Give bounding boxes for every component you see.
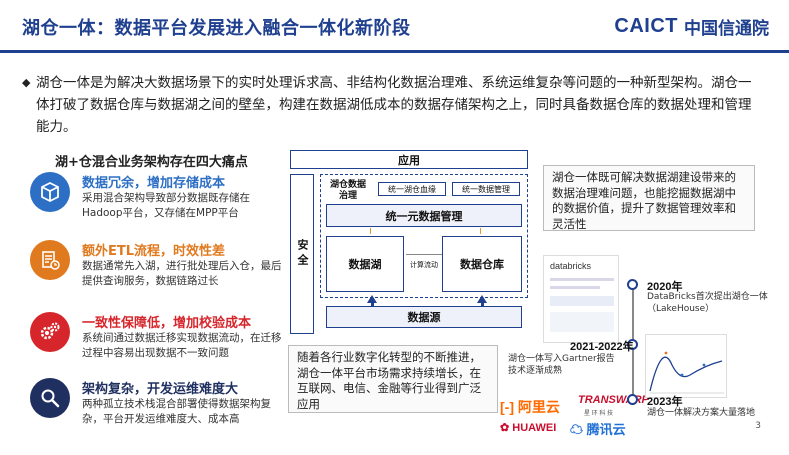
search-icon <box>30 378 70 418</box>
connector-tick <box>480 228 481 234</box>
transwarp-cn-text: 星 环 科 技 <box>584 411 614 417</box>
aliyun-bracket-icon: [-] <box>500 399 514 415</box>
pain-point-heading: 一致性保障低，增加校验成本 <box>82 316 252 331</box>
vendor-logos: [-] 阿里云 TRANSWARP 星 环 科 技 ✿ HUAWEI ☁ 腾讯云 <box>500 393 649 443</box>
logo-text-cn: 中国信通院 <box>684 19 769 39</box>
thumbnail-block <box>550 296 614 306</box>
databricks-thumbnail: databricks <box>543 255 619 343</box>
transwarp-logo: TRANSWARP <box>578 394 649 406</box>
lakehouse-architecture-diagram: 应用 安全 湖仓数据治理 统一湖仓血缘 统一数据管理 统一元数据管理 数据湖 计… <box>290 150 528 335</box>
diamond-bullet-icon: ◆ <box>22 76 31 89</box>
header-divider <box>0 50 789 53</box>
pain-point-description: 数据通常先入湖，进行批处理后入仓，最后提供查询服务，数据链路过长 <box>82 260 282 287</box>
adoption-callout: 随着各行业数字化转型的不断推进，湖仓一体平台市场需求持续增长，在互联网、电信、金… <box>288 345 498 413</box>
pain-point-description: 两种孤立技术栈混合部署使得数据架构复杂，平台开发运维难度大、成本高 <box>82 398 271 425</box>
timeline-year: 2021-2022年 <box>570 341 634 353</box>
logo-text-en: CAICT <box>614 15 678 37</box>
page-number: 3 <box>755 421 761 431</box>
data-lake-box: 数据湖 <box>326 236 404 292</box>
intro-text: 湖仓一体是为解决大数据场景下的实时处理诉求高、非结构化数据治理难、系统运维复杂等… <box>36 75 752 135</box>
data-source-box: 数据源 <box>326 306 522 328</box>
pain-point-heading: 额外ETL流程，时效性差 <box>82 244 226 259</box>
pain-point: 架构复杂，开发运维难度大 两种孤立技术栈混合部署使得数据架构复杂，平台开发运维难… <box>30 378 280 438</box>
unified-metadata-box: 统一元数据管理 <box>326 204 522 227</box>
pain-point-heading: 架构复杂，开发运维难度大 <box>82 382 239 397</box>
cloud-icon: ☁ <box>570 422 584 437</box>
arrow-up-icon <box>367 295 377 303</box>
gears-icon <box>30 312 70 352</box>
pain-point: 额外ETL流程，时效性差 数据通常先入湖，进行批处理后入仓，最后提供查询服务，数… <box>30 240 282 300</box>
pain-point-description: 系统间通过数据迁移实现数据流动，在迁移过程中容易出现数据不一致问题 <box>82 332 282 359</box>
thumbnail-block <box>550 312 614 332</box>
timeline-description: 湖仓一体解决方案大量落地 <box>647 408 756 418</box>
connector-tick <box>370 228 371 234</box>
lineage-box: 统一湖仓血缘 <box>378 182 446 196</box>
huawei-petal-icon: ✿ <box>500 422 510 434</box>
pain-points-title: 湖+仓混合业务架构存在四大痛点 <box>55 155 248 170</box>
thumbnail-line <box>550 278 614 281</box>
arrow-up-icon <box>477 295 487 303</box>
data-management-box: 统一数据管理 <box>452 182 520 196</box>
arrow-stem <box>370 302 374 306</box>
intro-paragraph: ◆ 湖仓一体是为解决大数据场景下的实时处理诉求高、非结构化数据治理难、系统运维复… <box>22 72 756 138</box>
pain-point-heading: 数据冗余，增加存储成本 <box>82 176 226 191</box>
governance-label: 湖仓数据治理 <box>326 178 370 204</box>
pain-point: 数据冗余，增加存储成本 采用混合架构导致部分数据既存储在Hadoop平台，又存储… <box>30 172 280 232</box>
caict-logo: CAICT 中国信通院 <box>614 14 769 39</box>
page-title: 湖仓一体：数据平台发展进入融合一体化新阶段 <box>22 18 411 39</box>
application-layer: 应用 <box>290 150 528 169</box>
compute-flow-label: 计算流动 <box>410 261 438 269</box>
timeline-description: DataBricks首次提出湖仓一体（LakeHouse） <box>647 292 768 314</box>
pain-point: 一致性保障低，增加校验成本 系统间通过数据迁移实现数据流动，在迁移过程中容易出现… <box>30 312 282 372</box>
huawei-logo: ✿ HUAWEI <box>500 422 557 434</box>
cube-icon <box>30 172 70 212</box>
data-warehouse-box: 数据仓库 <box>442 236 522 292</box>
benefit-callout: 湖仓一体既可解决数据湖建设带来的数据治理难问题，也能挖掘数据湖中的数据价值，提升… <box>543 165 755 231</box>
aliyun-logo: [-] 阿里云 <box>500 399 560 415</box>
thumbnail-line <box>550 286 600 289</box>
timeline-year: 2020年 <box>647 281 683 293</box>
pain-point-description: 采用混合架构导致部分数据既存储在Hadoop平台，又存储在MPP平台 <box>82 192 250 219</box>
timeline-dot-icon <box>627 279 638 290</box>
timeline-dot-icon <box>627 339 638 350</box>
databricks-logo-text: databricks <box>550 261 592 271</box>
lakehouse-frame <box>320 174 528 298</box>
gartner-hype-cycle-thumbnail <box>645 334 727 398</box>
arrow-stem <box>480 302 484 306</box>
security-layer: 安全 <box>290 174 314 334</box>
timeline-year: 2023年 <box>647 396 683 408</box>
tencent-cloud-logo: ☁ 腾讯云 <box>570 422 626 437</box>
compute-flow-line <box>406 254 442 255</box>
timeline-dot-icon <box>627 394 638 405</box>
timeline-description: 湖仓一体写入Gartner报告技术逐渐成熟 <box>508 354 615 376</box>
hype-cycle-curve-icon <box>649 351 724 394</box>
document-clock-icon <box>30 240 70 280</box>
